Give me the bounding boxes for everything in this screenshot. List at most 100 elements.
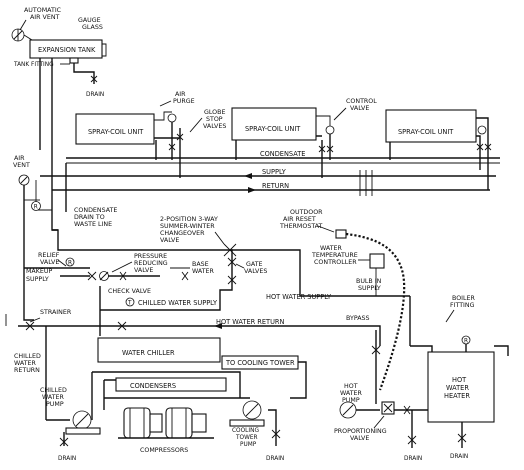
chilled-water-pump-label-3: PUMP (46, 401, 64, 408)
to-cooling-tower-label: TO COOLING TOWER (225, 359, 295, 367)
supply-label: SUPPLY (262, 168, 287, 176)
chilled-water-pump-label: CHILLED (40, 387, 67, 394)
base-water-label-2: WATER (192, 268, 215, 275)
drain-bottom-1-label: DRAIN (58, 456, 76, 462)
chilled-water-return-label-2: WATER (14, 360, 37, 367)
gate-valves-label-2: VALVES (244, 268, 267, 275)
proportioning-valve-label: PROPORTIONING (334, 428, 387, 435)
air-vent-left-label: AIR (14, 155, 25, 162)
condensate-label: CONDENSATE (260, 150, 305, 158)
prv-label-2: REDUCING (134, 260, 168, 267)
tank-fitting-label: TANK FITTING (13, 62, 54, 68)
compressor-1 (123, 407, 163, 439)
expansion-tank-label: EXPANSION TANK (38, 46, 96, 54)
heater-gauge-icon: R (461, 335, 471, 345)
automatic-air-vent-label: AUTOMATIC (24, 7, 62, 14)
hot-water-pump-label-2: WATER (340, 390, 363, 397)
strainer-label: STRAINER (40, 309, 72, 316)
condensers (115, 377, 227, 392)
spray-coil-unit-2 (231, 107, 317, 141)
globe-stop-label-3: VALVES (203, 123, 226, 130)
globe-stop-label-2: STOP (206, 116, 223, 123)
cooling-tower-pump-label-2: TOWER (235, 435, 258, 441)
return-label: RETURN (262, 182, 289, 190)
drain-valve-icon (90, 75, 98, 83)
svg-text:R: R (34, 204, 38, 210)
tank-fitting (69, 57, 79, 64)
spray-coil-unit-1-label: SPRAY-COIL UNIT (88, 128, 144, 136)
air-vent-left-icon (18, 174, 30, 186)
hot-water-heater-label-3: HEATER (444, 392, 470, 400)
expansion-tank (29, 39, 103, 59)
condensate-drain-label-2: DRAIN TO (74, 214, 105, 221)
air-vent-left-label-2: VENT (13, 162, 30, 169)
svg-text:T: T (127, 300, 132, 306)
strainer-icon (25, 321, 35, 331)
compressors-label: COMPRESSORS (140, 447, 188, 454)
outdoor-thermostat-label: OUTDOOR (290, 209, 323, 216)
prv-label: PRESSURE (134, 253, 167, 260)
cooling-tower-pump (229, 400, 265, 427)
hot-water-pump-label-3: PUMP (342, 397, 360, 404)
control-valve-3-icon (477, 125, 487, 135)
makeup-valve-icon (87, 271, 97, 281)
bulb-in-supply-label-2: SUPPLY (358, 285, 381, 292)
water-chiller (97, 337, 221, 363)
globe-stop-label: GLOBE (204, 109, 225, 116)
globe-valve-3b-icon (484, 143, 492, 151)
changeover-label-1: 2-POSITION 3-WAY (160, 216, 218, 223)
hot-water-heater (427, 351, 495, 423)
globe-valve-2b-icon (326, 145, 334, 153)
drain-bottom-2-label: DRAIN (266, 456, 284, 462)
chilled-water-supply-label: CHILLED WATER SUPPLY (138, 299, 218, 307)
bypass-valve-icon (371, 345, 381, 355)
changeover-label-3: CHANGEOVER (160, 230, 205, 237)
condensers-label: CONDENSERS (130, 382, 176, 390)
chilled-water-pump-label-2: WATER (42, 394, 65, 401)
gate-valve-2-icon (227, 275, 237, 285)
gate-valve-1-icon (227, 257, 237, 267)
outdoor-thermostat-label-2: AIR RESET (283, 216, 316, 223)
changeover-label-4: VALVE (160, 237, 179, 244)
check-valve-label: CHECK VALVE (108, 288, 151, 295)
globe-valve-2a-icon (318, 145, 326, 153)
gauge-glass (102, 43, 107, 57)
hot-water-return-pipe (18, 325, 381, 346)
thermometer-icon (125, 297, 135, 307)
chilled-water-return-label-3: RETURN (14, 367, 40, 374)
outdoor-thermostat-label-3: THERMOSTAT (279, 223, 322, 230)
globe-valve-1a-icon (176, 133, 184, 141)
hot-water-pump (339, 401, 357, 419)
boiler-fitting-label: BOILER (452, 295, 476, 302)
chilled-water-return-label: CHILLED (14, 353, 41, 360)
bypass-label: BYPASS (346, 315, 370, 322)
relief-valve-label: RELIEF (38, 252, 60, 259)
pressure-gauge-left-icon: R (31, 201, 41, 211)
spray-coil-unit-1 (75, 113, 155, 145)
cooling-tower-pump-label: COOLING (232, 428, 259, 434)
proportioning-valve-icon (381, 401, 395, 415)
air-purge-label: AIR (175, 91, 186, 98)
hot-water-heater-label: HOT (452, 376, 467, 384)
bulb-in-supply-label: BULB IN (356, 278, 382, 285)
automatic-air-vent-icon (11, 28, 25, 42)
air-purge-label-2: PURGE (173, 98, 195, 105)
makeup-supply-label-2: SUPPLY (26, 276, 49, 283)
control-valve-1-icon (167, 113, 177, 123)
compressor-2 (165, 407, 207, 439)
water-chiller-label: WATER CHILLER (122, 349, 175, 357)
svg-text:R: R (464, 338, 468, 344)
control-valve-label-2: VALVE (350, 105, 369, 112)
water-temperature-controller (369, 253, 385, 269)
hot-water-return-label: HOT WATER RETURN (216, 318, 284, 326)
boiler-fitting-label-2: FITTING (450, 302, 475, 309)
drain-bottom-3-label: DRAIN (404, 456, 422, 462)
gauge-glass-label-2: GLASS (82, 24, 103, 31)
wtc-label-2: TEMPERATURE (311, 252, 358, 259)
spray-coil-unit-3 (385, 109, 477, 143)
gauge-glass-label: GAUGE (78, 17, 101, 24)
relief-valve-label-2: VALVE (40, 259, 59, 266)
spray-coil-unit-3-label: SPRAY-COIL UNIT (398, 128, 454, 136)
control-valve-2-icon (325, 125, 335, 135)
